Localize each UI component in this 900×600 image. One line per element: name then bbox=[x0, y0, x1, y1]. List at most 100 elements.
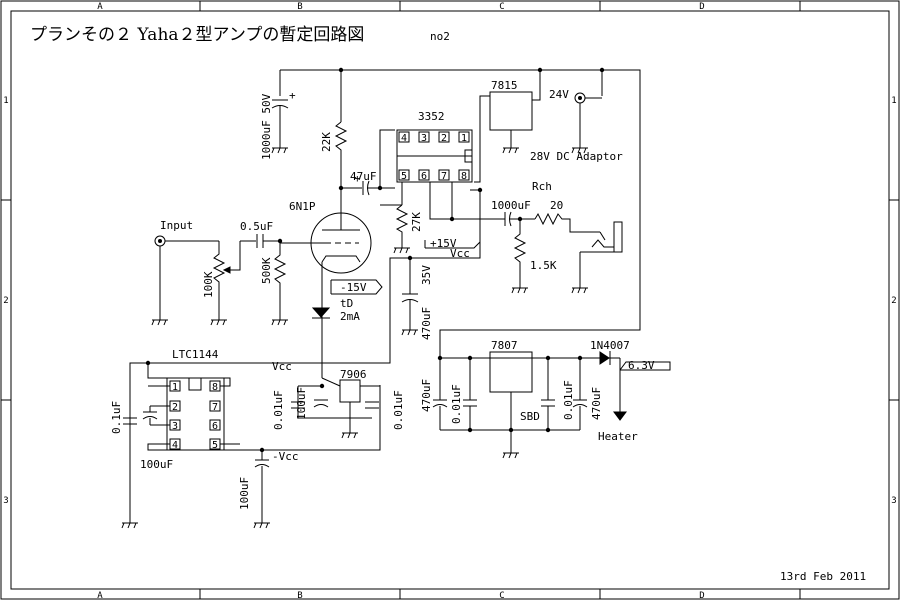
capacitor-0.1uf-ltc: 0.1uF bbox=[110, 401, 137, 434]
zone-labels: A B C D A B C D 1 2 3 1 2 3 bbox=[3, 2, 896, 600]
label-2ma: 2mA bbox=[340, 310, 360, 323]
label-heater: Heater bbox=[598, 430, 638, 443]
label-0.01uf-d: 0.01uF bbox=[562, 380, 575, 420]
label-0.01uf-c: 0.01uF bbox=[450, 384, 463, 424]
opamp-pin-2: 2 bbox=[441, 133, 447, 144]
label-ltc-vcc: Vcc bbox=[272, 360, 292, 373]
label-35v: 35V bbox=[420, 265, 433, 285]
label-vcc-rail: Vcc bbox=[450, 247, 470, 260]
label-7815: 7815 bbox=[491, 79, 518, 92]
capacitor-1000uf-main: + 1000uF 50V bbox=[260, 89, 296, 160]
opamp-pin-5: 5 bbox=[401, 171, 407, 182]
row-label-3-right: 3 bbox=[891, 496, 896, 506]
label-100uf-negvcc: 100uF bbox=[238, 477, 251, 510]
resistor-500k-grid: 500K bbox=[260, 241, 289, 326]
top-supply-rail bbox=[279, 67, 641, 358]
col-label-a-bottom: A bbox=[97, 591, 103, 600]
label-100k-pot: 100K bbox=[202, 271, 215, 298]
row-label-1-left: 1 bbox=[3, 96, 8, 106]
row-label-2-left: 2 bbox=[3, 296, 8, 306]
ltc-pin-8: 8 bbox=[212, 382, 218, 393]
opamp-pin-4: 4 bbox=[401, 133, 407, 144]
tube-6n1p: 6N1P bbox=[280, 200, 372, 378]
schematic-title: プランその２ Yaha２型アンプの暫定回路図 bbox=[30, 25, 364, 45]
ltc-pin-6: 6 bbox=[212, 421, 218, 432]
label-1000uf-50v: 1000uF 50V bbox=[260, 93, 273, 160]
regulator-7906: 7906 bbox=[297, 368, 380, 439]
capacitor-0.5uf-input: 0.5uF bbox=[240, 220, 283, 248]
opamp-pin-6: 6 bbox=[421, 171, 427, 182]
resistor-22k-plate: 22K bbox=[320, 121, 348, 215]
label-1n4007: 1N4007 bbox=[590, 339, 630, 352]
adaptor-jack-24v: 24V 28V DC Adaptor bbox=[530, 70, 623, 163]
capacitor-0.01uf-7906b: 0.01uF bbox=[365, 390, 405, 430]
capacitor-1000uf-output: 1000uF bbox=[491, 199, 535, 227]
regulator-7807: 7807 bbox=[489, 339, 533, 430]
label-500k: 500K bbox=[260, 257, 273, 284]
opamp-pin-8: 8 bbox=[461, 171, 467, 182]
label-22k: 22K bbox=[320, 132, 333, 152]
label-1.5k: 1.5K bbox=[530, 259, 557, 272]
label-rch: Rch bbox=[532, 180, 552, 193]
col-label-d-bottom: D bbox=[699, 591, 704, 600]
col-label-a-top: A bbox=[97, 2, 103, 12]
label-1000uf-output: 1000uF bbox=[491, 199, 531, 212]
label-0.01uf-a: 0.01uF bbox=[272, 390, 285, 430]
row-label-2-right: 2 bbox=[891, 296, 896, 306]
resistor-20-output: 20 bbox=[534, 199, 600, 233]
label-0.01uf-b: 0.01uF bbox=[392, 390, 405, 430]
opamp-pin-boxes bbox=[398, 131, 470, 181]
label-3352: 3352 bbox=[418, 110, 445, 123]
ltc-pin-1: 1 bbox=[172, 382, 178, 393]
row-label-3-left: 3 bbox=[3, 496, 8, 506]
label-0.5uf: 0.5uF bbox=[240, 220, 273, 233]
label-sbd: SBD bbox=[520, 410, 540, 423]
capacitor-0.01uf-heater-in: 0.01uF bbox=[450, 358, 477, 430]
ltc-pin-3: 3 bbox=[172, 421, 178, 432]
col-label-b-top: B bbox=[297, 2, 302, 12]
label-6n1p: 6N1P bbox=[289, 200, 316, 213]
label-24v: 24V bbox=[549, 88, 569, 101]
svg-text:+: + bbox=[289, 89, 296, 102]
label-28v-dc-adaptor: 28V DC Adaptor bbox=[530, 150, 623, 163]
capacitor-100uf-7906: 100uF bbox=[295, 387, 329, 420]
label-7906: 7906 bbox=[340, 368, 367, 381]
opamp-pin-1: 1 bbox=[461, 133, 467, 144]
capacitor-470uf-heater-out: 470uF bbox=[572, 358, 603, 430]
label-27k: 27K bbox=[410, 212, 423, 232]
opamp-3352: 3352 4 3 2 1 5 6 7 8 bbox=[396, 110, 473, 183]
label-7807: 7807 bbox=[491, 339, 518, 352]
row-label-1-right: 1 bbox=[891, 96, 896, 106]
minus15v-tag: -15V bbox=[330, 279, 383, 295]
col-label-d-top: D bbox=[699, 2, 704, 12]
label-0.1uf: 0.1uF bbox=[110, 401, 123, 434]
opamp-pin-7: 7 bbox=[441, 171, 447, 182]
capacitor-100uf-ltc: 100uF bbox=[140, 406, 173, 471]
ltc-pin-7: 7 bbox=[212, 402, 218, 413]
col-label-c-top: C bbox=[499, 2, 504, 12]
input-jack: Input bbox=[151, 219, 219, 326]
capacitor-0.01uf-heater-out: 0.01uF bbox=[541, 358, 575, 430]
label-100uf-ltc: 100uF bbox=[140, 458, 173, 471]
ltc-pin-5: 5 bbox=[212, 440, 218, 451]
label-47uf: 47uF bbox=[350, 170, 377, 183]
label-100uf-7906: 100uF bbox=[295, 387, 308, 420]
label-ltc1144: LTC1144 bbox=[172, 348, 219, 361]
label-20-ohm: 20 bbox=[550, 199, 563, 212]
label-neg-vcc: -Vcc bbox=[272, 450, 299, 463]
label-470uf-heater-in: 470uF bbox=[420, 379, 433, 412]
resistor-27k-feedback: 27K bbox=[393, 204, 423, 254]
capacitor-470uf-heater-in: 470uF bbox=[420, 358, 448, 430]
title-suffix: no2 bbox=[430, 30, 450, 43]
tag-6.3v: 6.3V bbox=[619, 359, 671, 372]
diode-td: tD 2mA bbox=[311, 297, 360, 323]
svg-text:+: + bbox=[354, 172, 361, 185]
label-470uf-35v: 470uF bbox=[420, 307, 433, 340]
capacitor-100uf-negvcc: -Vcc 100uF bbox=[238, 450, 299, 529]
ltc-pin-2: 2 bbox=[172, 402, 178, 413]
opamp-pin-3: 3 bbox=[421, 133, 427, 144]
label-6.3v: 6.3V bbox=[628, 359, 655, 372]
resistor-1.5k-load: 1.5K bbox=[511, 219, 557, 294]
